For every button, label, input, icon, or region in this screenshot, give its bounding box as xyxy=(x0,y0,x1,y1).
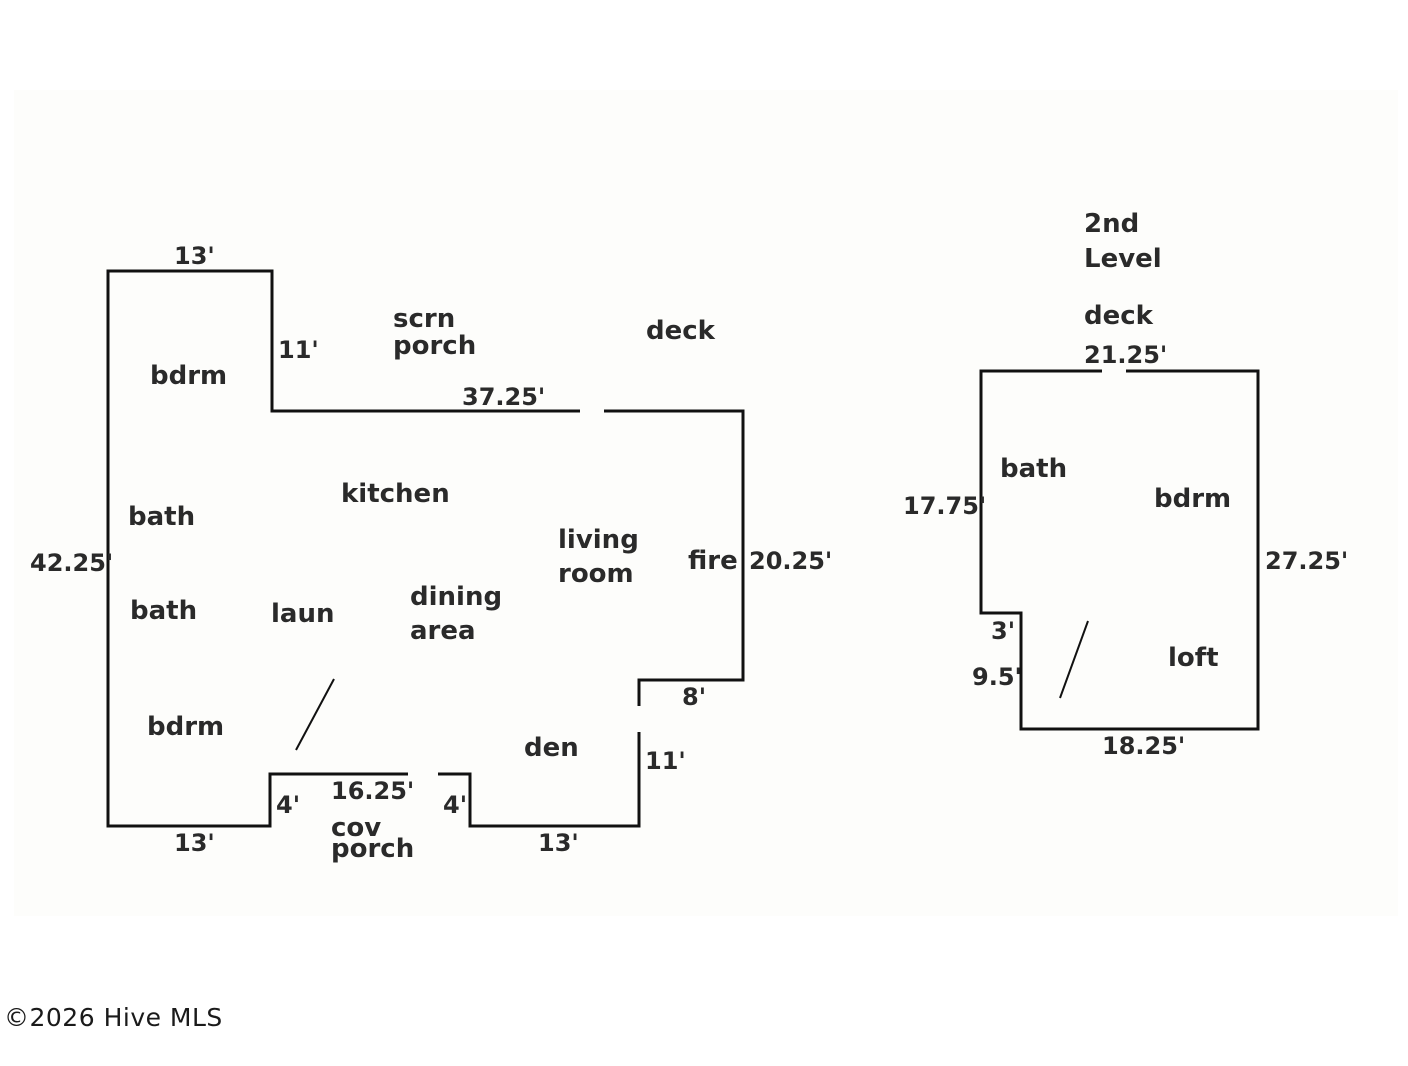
copyright-notice: ©2026 Hive MLS xyxy=(4,1003,223,1032)
room-label-deck: deck xyxy=(646,316,716,346)
room-label-dining-2: area xyxy=(410,616,476,646)
dim-left-side: 42.25' xyxy=(30,549,113,577)
dim-upper-step: 3' xyxy=(991,617,1015,645)
room-label-scrn-porch: scrn xyxy=(393,304,455,334)
room-label-bdrm-bottom: bdrm xyxy=(147,712,224,742)
dim-porch-left-depth: 4' xyxy=(276,791,300,819)
room-label-cov-porch-2: porch xyxy=(331,834,414,864)
room-label-loft: loft xyxy=(1168,643,1219,673)
dim-top-left: 13' xyxy=(174,242,215,270)
dim-top-long: 37.25' xyxy=(462,383,545,411)
dim-upper-bottom: 18.25' xyxy=(1102,732,1185,760)
room-label-bath-1: bath xyxy=(128,502,195,532)
room-label-laun: laun xyxy=(271,599,334,629)
room-label-living-2: room xyxy=(558,559,634,589)
dim-upper-left: 17.75' xyxy=(903,492,986,520)
dim-right-step: 8' xyxy=(682,683,706,711)
second-floor-walls xyxy=(979,369,1260,731)
room-label-bdrm-upper: bdrm xyxy=(1154,484,1231,514)
room-label-bdrm-top: bdrm xyxy=(150,361,227,391)
room-label-scrn-porch-2: porch xyxy=(393,331,476,361)
dim-porch-width: 16.25' xyxy=(331,777,414,805)
room-label-bath-2: bath xyxy=(130,596,197,626)
dim-bottom-right: 13' xyxy=(538,829,579,857)
dim-notch-vertical: 11' xyxy=(278,336,319,364)
second-floor: 2nd Level deck bath bdrm loft 21.25' 17.… xyxy=(903,209,1348,760)
dim-porch-right-depth: 4' xyxy=(443,791,467,819)
dim-upper-left-lower: 9.5' xyxy=(972,663,1022,691)
first-floor-walls xyxy=(106,269,745,828)
room-label-deck-2: deck xyxy=(1084,301,1154,331)
plan-background xyxy=(14,90,1398,916)
room-label-dining: dining xyxy=(410,582,502,612)
second-level-title-2: Level xyxy=(1084,244,1162,274)
dim-right-side: 20.25' xyxy=(749,547,832,575)
dim-upper-top: 21.25' xyxy=(1084,341,1167,369)
dim-bottom-left: 13' xyxy=(174,829,215,857)
stairs-line-2 xyxy=(1059,620,1089,699)
room-label-kitchen: kitchen xyxy=(341,479,450,509)
room-label-bath-upper: bath xyxy=(1000,454,1067,484)
room-label-cov-porch: cov xyxy=(331,813,381,843)
dim-right-lower: 11' xyxy=(645,747,686,775)
dim-upper-right: 27.25' xyxy=(1265,547,1348,575)
stairs-line xyxy=(295,678,335,751)
room-label-den: den xyxy=(524,733,579,763)
room-label-living: living xyxy=(558,525,639,555)
first-floor: bdrm scrn porch deck kitchen bath bath l… xyxy=(30,242,832,864)
second-level-title: 2nd xyxy=(1084,209,1139,239)
room-label-fire: fire xyxy=(688,546,738,576)
